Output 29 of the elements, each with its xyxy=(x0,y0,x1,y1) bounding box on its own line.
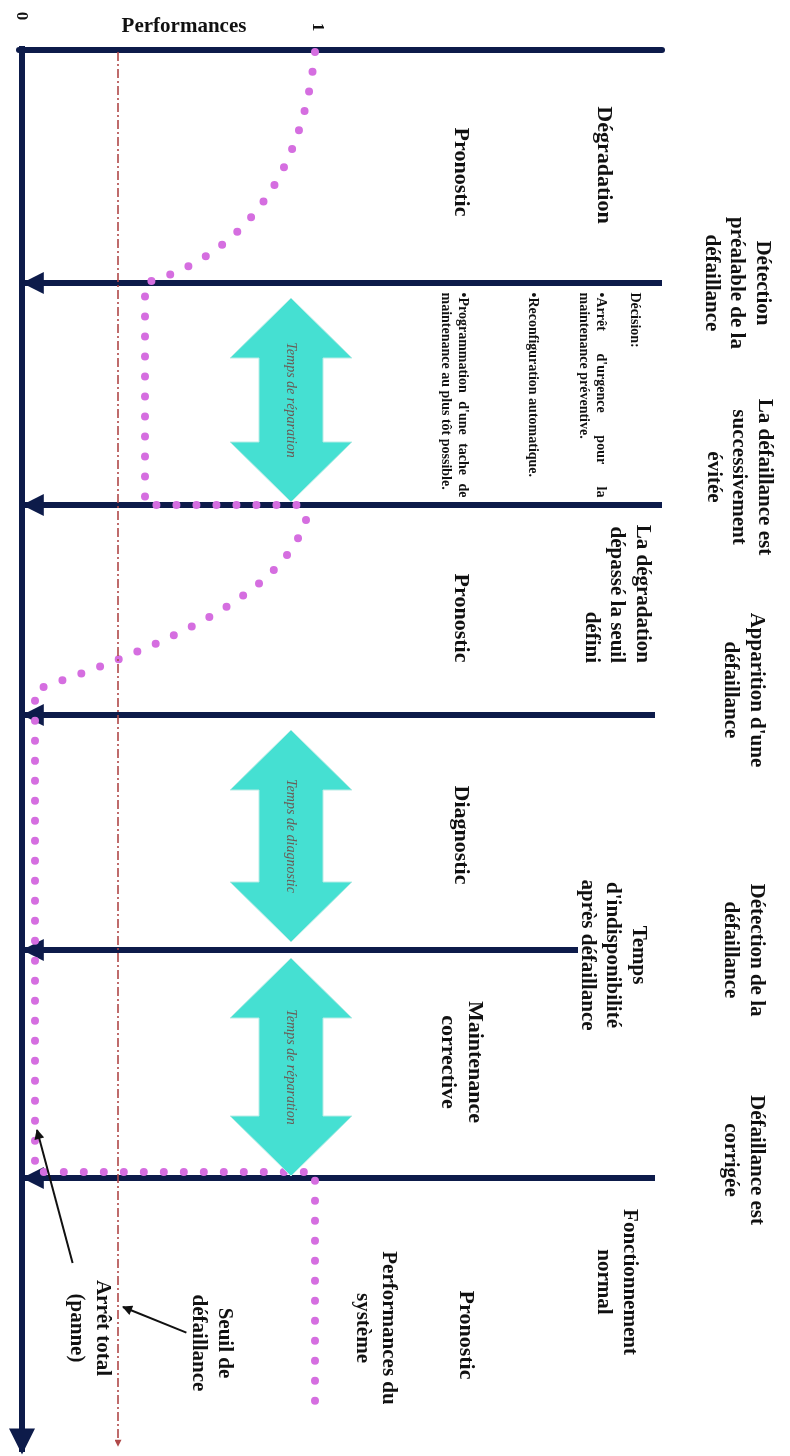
event-label: Détection de la défaillance xyxy=(719,882,770,1019)
axis-tick-label: 1 xyxy=(308,22,329,32)
event-label: Temps d'indisponibilité après défaillance xyxy=(576,878,653,1033)
event-label: Apparition d'une défaillance xyxy=(719,611,770,770)
curve-label: Performances du système xyxy=(351,1250,402,1407)
axis-tick-label: 0 xyxy=(12,11,33,21)
phase-label: Pronostic xyxy=(449,573,476,663)
duration-label: Temps de diagnostic xyxy=(283,779,299,893)
decision-text: •Arrêt d'urgence pour la maintenance préventive. xyxy=(576,292,611,498)
phase-label: Diagnostic xyxy=(449,785,476,885)
event-label: Défaillance est corrigée xyxy=(719,1093,770,1227)
leader-line xyxy=(122,1305,188,1334)
duration-label: Temps de réparation xyxy=(283,342,299,458)
phase-label: Dégradation xyxy=(592,106,619,224)
event-label: La dégradation dépassé la seuil défini xyxy=(580,523,657,663)
event-label: Détection préalable de la défaillance xyxy=(700,216,777,351)
phase-label: Pronostic xyxy=(449,127,476,217)
event-label: La défaillance est successivement évitée xyxy=(702,397,779,558)
phase-label: Fonctionnement normal xyxy=(592,1208,643,1357)
callout-text: Seuil de défaillance xyxy=(186,1278,238,1408)
callout-text: Arrêt total (panne) xyxy=(64,1263,116,1393)
phase-label: Pronostic xyxy=(454,1290,481,1380)
decision-text: Décision: xyxy=(626,292,644,350)
phase-label: Maintenance corrective xyxy=(436,999,489,1126)
axis-title: Performances xyxy=(121,13,247,39)
leader-line xyxy=(34,1129,74,1264)
decision-text: •Programmation d'une tache de maintenance au plus tôt possible. xyxy=(438,292,473,498)
duration-label: Temps de réparation xyxy=(283,1009,299,1125)
decision-text: •Reconfiguration automatique. xyxy=(524,292,542,480)
